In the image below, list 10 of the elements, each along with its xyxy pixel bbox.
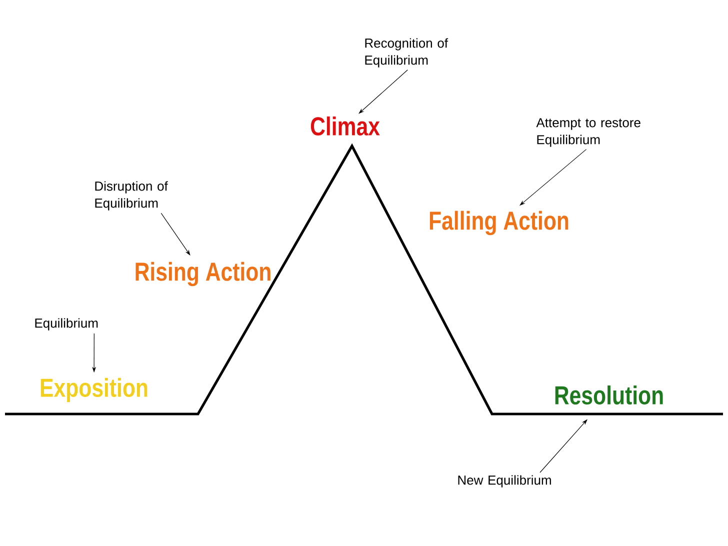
stage-heading: Falling Action [430,210,568,236]
stage-heading: Climax [310,116,380,136]
annotation-text: Equilibrium [35,318,98,330]
annotation-text: New Equilibrium [458,475,551,488]
stage-heading: Exposition [40,378,148,402]
annotation-text: Recognition of Equilibrium [365,38,448,68]
stage-heading: Rising Action [136,262,270,286]
annotation-text: Attempt to restore Equilibrium [536,118,640,147]
annotation-text: Disruption of Equilibrium [95,181,168,210]
stage-heading: Resolution [555,385,663,405]
